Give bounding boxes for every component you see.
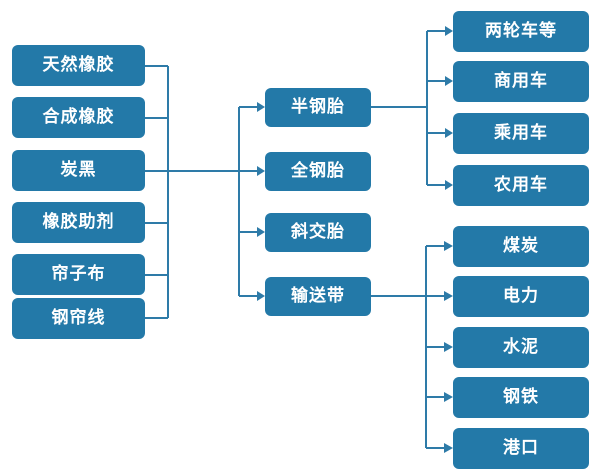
node-product-1[interactable]: 半钢胎 xyxy=(265,88,371,127)
arrowhead-bp5 xyxy=(444,443,453,453)
node-label: 橡胶助剂 xyxy=(42,212,115,232)
node-label: 商用车 xyxy=(494,71,548,91)
node-label: 天然橡胶 xyxy=(42,55,115,75)
node-tire-application-3[interactable]: 乘用车 xyxy=(453,113,589,154)
node-label: 水泥 xyxy=(503,337,539,357)
node-raw-material-1[interactable]: 天然橡胶 xyxy=(12,45,145,86)
arrowhead-bp3 xyxy=(444,342,453,352)
node-raw-material-2[interactable]: 合成橡胶 xyxy=(12,97,145,138)
arrowhead-bp2 xyxy=(444,291,453,301)
node-label: 炭黑 xyxy=(60,160,97,180)
arrowhead-pd1 xyxy=(257,102,265,112)
node-label: 钢帘线 xyxy=(51,308,106,328)
node-tire-application-4[interactable]: 农用车 xyxy=(453,165,589,206)
node-label: 港口 xyxy=(503,438,539,458)
arrowhead-ap4 xyxy=(445,180,453,190)
node-label: 煤炭 xyxy=(503,236,539,256)
arrowhead-ap1 xyxy=(445,26,453,36)
node-belt-application-1[interactable]: 煤炭 xyxy=(453,226,589,267)
arrowhead-bp1 xyxy=(444,241,453,251)
node-belt-application-2[interactable]: 电力 xyxy=(453,276,589,317)
arrowhead-ap2 xyxy=(445,76,453,86)
node-product-2[interactable]: 全钢胎 xyxy=(265,152,371,191)
node-label: 钢铁 xyxy=(503,387,539,407)
node-label: 帘子布 xyxy=(51,264,106,284)
arrowhead-bp4 xyxy=(444,392,453,402)
node-label: 输送带 xyxy=(291,286,345,306)
arrowhead-pd4 xyxy=(257,291,265,301)
node-raw-material-4[interactable]: 橡胶助剂 xyxy=(12,202,145,243)
node-label: 电力 xyxy=(503,286,539,306)
node-label: 农用车 xyxy=(494,175,548,195)
node-belt-application-4[interactable]: 钢铁 xyxy=(453,377,589,418)
node-tire-application-1[interactable]: 两轮车等 xyxy=(453,11,589,52)
arrowhead-pd2 xyxy=(257,166,265,176)
node-raw-material-6[interactable]: 钢帘线 xyxy=(12,298,145,339)
node-belt-application-3[interactable]: 水泥 xyxy=(453,327,589,368)
node-label: 斜交胎 xyxy=(291,222,345,242)
arrowhead-pd3 xyxy=(257,227,265,237)
node-label: 两轮车等 xyxy=(485,21,557,41)
node-belt-application-5[interactable]: 港口 xyxy=(453,428,589,469)
node-tire-application-2[interactable]: 商用车 xyxy=(453,61,589,102)
node-label: 合成橡胶 xyxy=(42,107,115,127)
node-label: 乘用车 xyxy=(494,123,548,143)
arrowhead-ap3 xyxy=(445,128,453,138)
node-raw-material-5[interactable]: 帘子布 xyxy=(12,254,145,295)
node-label: 半钢胎 xyxy=(291,97,345,117)
node-product-3[interactable]: 斜交胎 xyxy=(265,213,371,252)
node-label: 全钢胎 xyxy=(291,161,345,181)
node-product-4[interactable]: 输送带 xyxy=(265,277,371,316)
node-raw-material-3[interactable]: 炭黑 xyxy=(12,150,145,191)
